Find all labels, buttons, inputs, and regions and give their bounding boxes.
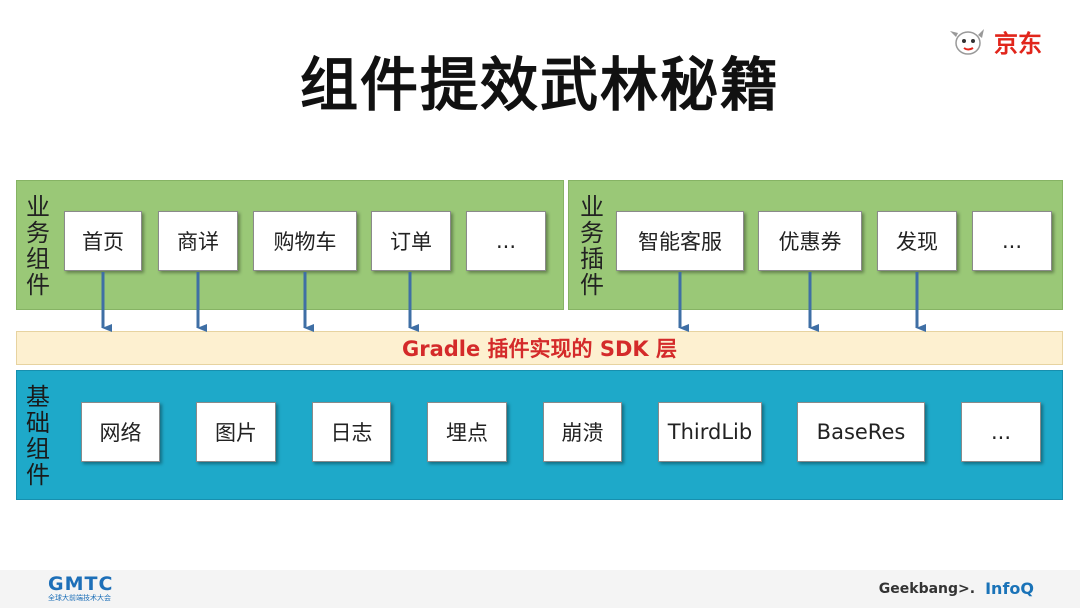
base-component-tracking: 埋点 xyxy=(427,402,507,462)
jd-logo: 京东 xyxy=(946,24,1042,59)
business-component-more: ... xyxy=(466,211,546,271)
partner-logos: Geekbang>. InfoQ xyxy=(879,579,1034,598)
geekbang-logo: Geekbang>. xyxy=(878,580,976,597)
business-component-order: 订单 xyxy=(371,211,451,271)
slide-title: 组件提效武林秘籍 xyxy=(299,51,780,119)
base-component-crash: 崩溃 xyxy=(543,402,622,462)
jd-logo-text: 京东 xyxy=(994,30,1042,58)
business-component-cart: 购物车 xyxy=(253,211,357,271)
gmtc-logo-text: GMTC xyxy=(48,573,114,595)
sdk-layer-bar: Gradle 插件实现的 SDK 层 xyxy=(16,331,1063,365)
business-component-product-detail: 商详 xyxy=(158,211,238,271)
business-plugin-customer-service: 智能客服 xyxy=(616,211,744,271)
business-plugin-coupon: 优惠券 xyxy=(758,211,862,271)
business-plugin-more: ... xyxy=(972,211,1052,271)
base-components-label: 基础组件 xyxy=(26,383,50,489)
base-component-baseres: BaseRes xyxy=(797,402,925,462)
business-plugins-label: 业务插件 xyxy=(580,193,604,299)
base-component-thirdlib: ThirdLib xyxy=(658,402,762,462)
infoq-logo: InfoQ xyxy=(985,579,1034,598)
gmtc-logo: GMTC 全球大前端技术大会 xyxy=(48,574,113,603)
base-component-log: 日志 xyxy=(312,402,391,462)
gmtc-logo-subtitle: 全球大前端技术大会 xyxy=(48,594,111,602)
business-component-home: 首页 xyxy=(64,211,142,271)
business-components-label: 业务组件 xyxy=(26,193,50,299)
footer-bar xyxy=(0,570,1080,608)
base-component-image: 图片 xyxy=(196,402,276,462)
jd-dog-logo-icon xyxy=(950,28,984,55)
business-plugin-discover: 发现 xyxy=(877,211,957,271)
base-component-network: 网络 xyxy=(81,402,160,462)
base-component-more: ... xyxy=(961,402,1041,462)
